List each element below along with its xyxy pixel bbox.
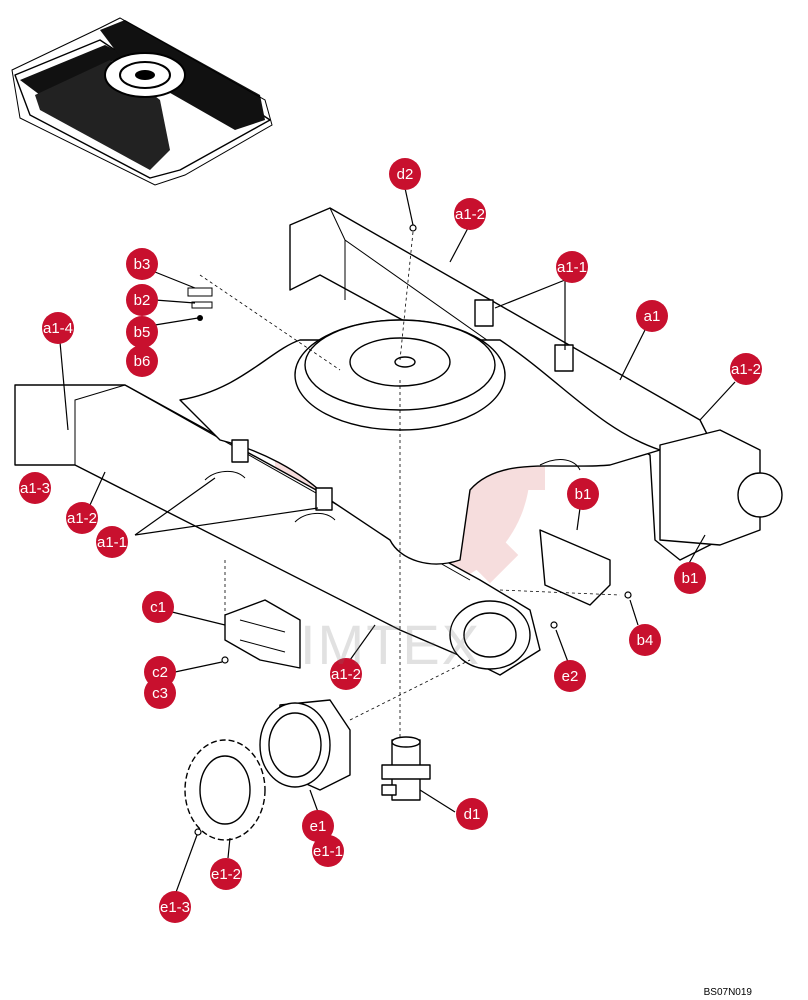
callout-label: e1-1 [313, 843, 343, 860]
callout-b3: b3 [126, 248, 158, 280]
callout-label: a1-4 [43, 320, 73, 337]
callout-e1-1: e1-1 [312, 835, 344, 867]
callout-b1-right: b1 [674, 562, 706, 594]
callout-e1-3: e1-3 [159, 891, 191, 923]
callout-a1-3: a1-3 [19, 472, 51, 504]
callout-label: e1-3 [160, 899, 190, 916]
callout-b2: b2 [126, 284, 158, 316]
callout-label: d1 [464, 806, 481, 823]
callout-label: a1-2 [731, 361, 761, 378]
callout-circle [144, 677, 176, 709]
callout-circle [19, 472, 51, 504]
callout-circle [556, 251, 588, 283]
callout-label: b5 [134, 324, 151, 341]
leader-lines [59, 187, 736, 896]
travel-motor-e1 [259, 699, 351, 791]
callout-label: b2 [134, 292, 151, 309]
callout-label: a1-2 [67, 510, 97, 527]
callout-circle [96, 526, 128, 558]
callout-circle [636, 300, 668, 332]
callout-circle [389, 158, 421, 190]
callout-label: d2 [397, 166, 414, 183]
callout-label: c2 [152, 664, 168, 681]
callout-d1: d1 [456, 798, 488, 830]
callout-circle [66, 502, 98, 534]
callout-circle [330, 658, 362, 690]
callout-a1-2-left: a1-2 [66, 502, 98, 534]
callout-b5: b5 [126, 316, 158, 348]
callout-label: e2 [562, 668, 579, 685]
callout-label: a1-1 [557, 259, 587, 276]
bracket-c1 [224, 599, 301, 669]
callout-b6: b6 [126, 345, 158, 377]
callout-label: b1 [575, 486, 592, 503]
callout-label: a1-3 [20, 480, 50, 497]
callout-label: b4 [637, 632, 654, 649]
callout-label: a1-2 [331, 666, 361, 683]
callout-a1-2-top: a1-2 [454, 198, 486, 230]
callout-circle [674, 562, 706, 594]
swivel-joint-d1 [381, 736, 431, 801]
callout-circle [126, 345, 158, 377]
callout-a1: a1 [636, 300, 668, 332]
callout-circle [42, 312, 74, 344]
callout-circle [629, 624, 661, 656]
callout-circle [126, 248, 158, 280]
callout-e2: e2 [554, 660, 586, 692]
watermark-text: IMTEX [300, 613, 482, 676]
callout-e1-2: e1-2 [210, 858, 242, 890]
callout-a1-4: a1-4 [42, 312, 74, 344]
callout-a1-2-right: a1-2 [730, 353, 762, 385]
callout-circle [126, 284, 158, 316]
callout-label: b3 [134, 256, 151, 273]
callout-c1: c1 [142, 591, 174, 623]
callout-label: e1 [310, 818, 327, 835]
callout-label: a1-1 [97, 534, 127, 551]
callout-b4: b4 [629, 624, 661, 656]
callout-label: e1-2 [211, 866, 241, 883]
callout-a1-2-bottom: a1-2 [330, 658, 362, 690]
callout-circle [456, 798, 488, 830]
cover-plate-b1 [539, 529, 611, 606]
track-frame [14, 207, 783, 676]
callout-circle [730, 353, 762, 385]
callout-circle [159, 891, 191, 923]
callout-b1-center: b1 [567, 478, 599, 510]
callout-label: a1 [644, 308, 661, 325]
callout-a1-1-left: a1-1 [96, 526, 128, 558]
callout-e1: e1 [302, 810, 334, 842]
callout-circle [302, 810, 334, 842]
callout-circle [210, 858, 242, 890]
callout-c3: c3 [144, 677, 176, 709]
callout-circle [567, 478, 599, 510]
callout-circle [142, 591, 174, 623]
drawing-code: BS07N019 [703, 987, 752, 998]
callout-label: c1 [150, 599, 166, 616]
callout-circle [312, 835, 344, 867]
thumbnail-undercarriage [11, 17, 273, 186]
callout-a1-1-top: a1-1 [556, 251, 588, 283]
sprocket-e1-2 [184, 739, 266, 841]
callout-circle [554, 660, 586, 692]
callout-d2: d2 [389, 158, 421, 190]
callout-label: a1-2 [455, 206, 485, 223]
assembly-lines [199, 231, 621, 740]
callout-circle [126, 316, 158, 348]
callout-circle [454, 198, 486, 230]
callout-label: b1 [682, 570, 699, 587]
callout-markers: d2a1-2b3b2b5b6a1-1a1a1-2a1-4a1-3a1-2a1-1… [19, 158, 762, 923]
callout-label: b6 [134, 353, 151, 370]
bolts [187, 224, 632, 836]
callout-label: c3 [152, 685, 168, 702]
